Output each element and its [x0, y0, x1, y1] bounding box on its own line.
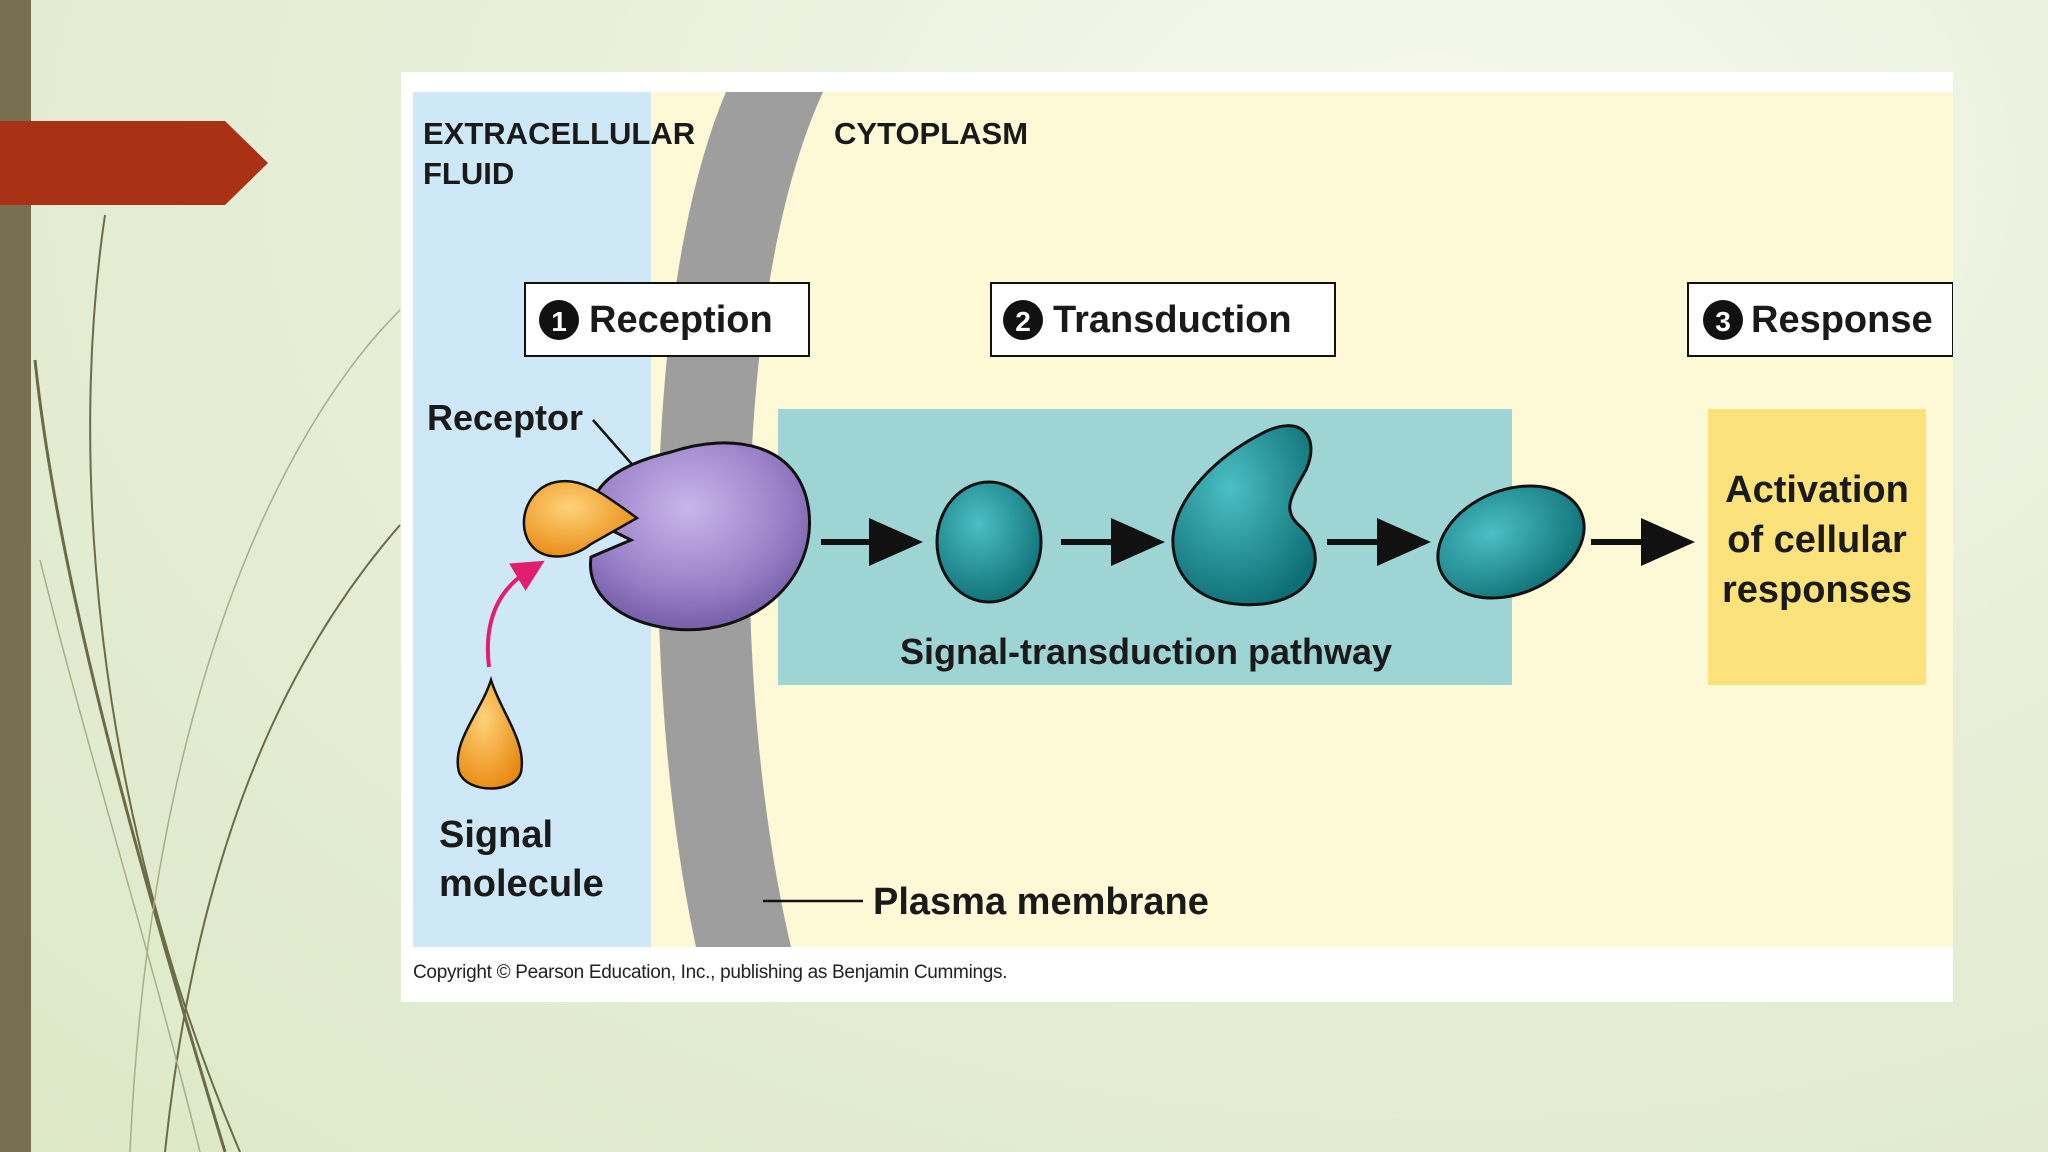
cytoplasm-label: CYTOPLASM	[834, 116, 1028, 151]
relay-molecule-2	[1171, 424, 1317, 607]
signal-label-1: Signal	[439, 814, 553, 856]
bound-signal-molecule	[522, 479, 640, 558]
decorative-curves	[33, 214, 401, 1152]
stage-label-response: Response	[1751, 299, 1933, 341]
plasma-membrane-label: Plasma membrane	[873, 881, 1209, 923]
stage-number-badge	[1003, 300, 1043, 340]
stage-label-reception: Reception	[589, 299, 773, 341]
copyright-note: Copyright © Pearson Education, Inc., pub…	[413, 962, 1008, 983]
stage-box-transduction: 2 Transduction	[990, 282, 1336, 357]
stage-box-response: 3 Response	[1687, 282, 1953, 357]
svg-text:2: 2	[1015, 306, 1031, 337]
signal-binding-arrow	[485, 560, 545, 668]
extracellular-label-1: EXTRACELLULAR	[423, 116, 695, 151]
stage-number-badge	[539, 300, 579, 340]
response-label-3: responses	[1722, 569, 1912, 611]
accent-arrow-tab	[0, 121, 268, 205]
relay-molecule-1	[935, 480, 1043, 604]
response-box	[1708, 409, 1926, 685]
stage-label-transduction: Transduction	[1053, 299, 1292, 341]
signal-label-2: molecule	[439, 863, 604, 905]
free-signal-molecule	[456, 675, 524, 790]
svg-text:1: 1	[551, 306, 567, 337]
stage-box-reception: 1 Reception	[524, 282, 810, 357]
relay-molecule-3	[1436, 484, 1586, 600]
extracellular-label-2: FLUID	[423, 156, 514, 191]
svg-text:3: 3	[1715, 306, 1731, 337]
stage-number-badge	[1703, 300, 1743, 340]
response-label-2: of cellular	[1727, 519, 1907, 561]
response-label-1: Activation	[1725, 469, 1909, 511]
cell-signaling-diagram: EXTRACELLULAR FLUID CYTOPLASM 1 Receptio…	[413, 92, 1953, 947]
receptor-label: Receptor	[427, 397, 583, 438]
pathway-label: Signal-transduction pathway	[900, 631, 1392, 672]
figure-panel: EXTRACELLULAR FLUID CYTOPLASM 1 Receptio…	[401, 72, 1953, 1002]
receptor-leader-line	[592, 419, 638, 471]
